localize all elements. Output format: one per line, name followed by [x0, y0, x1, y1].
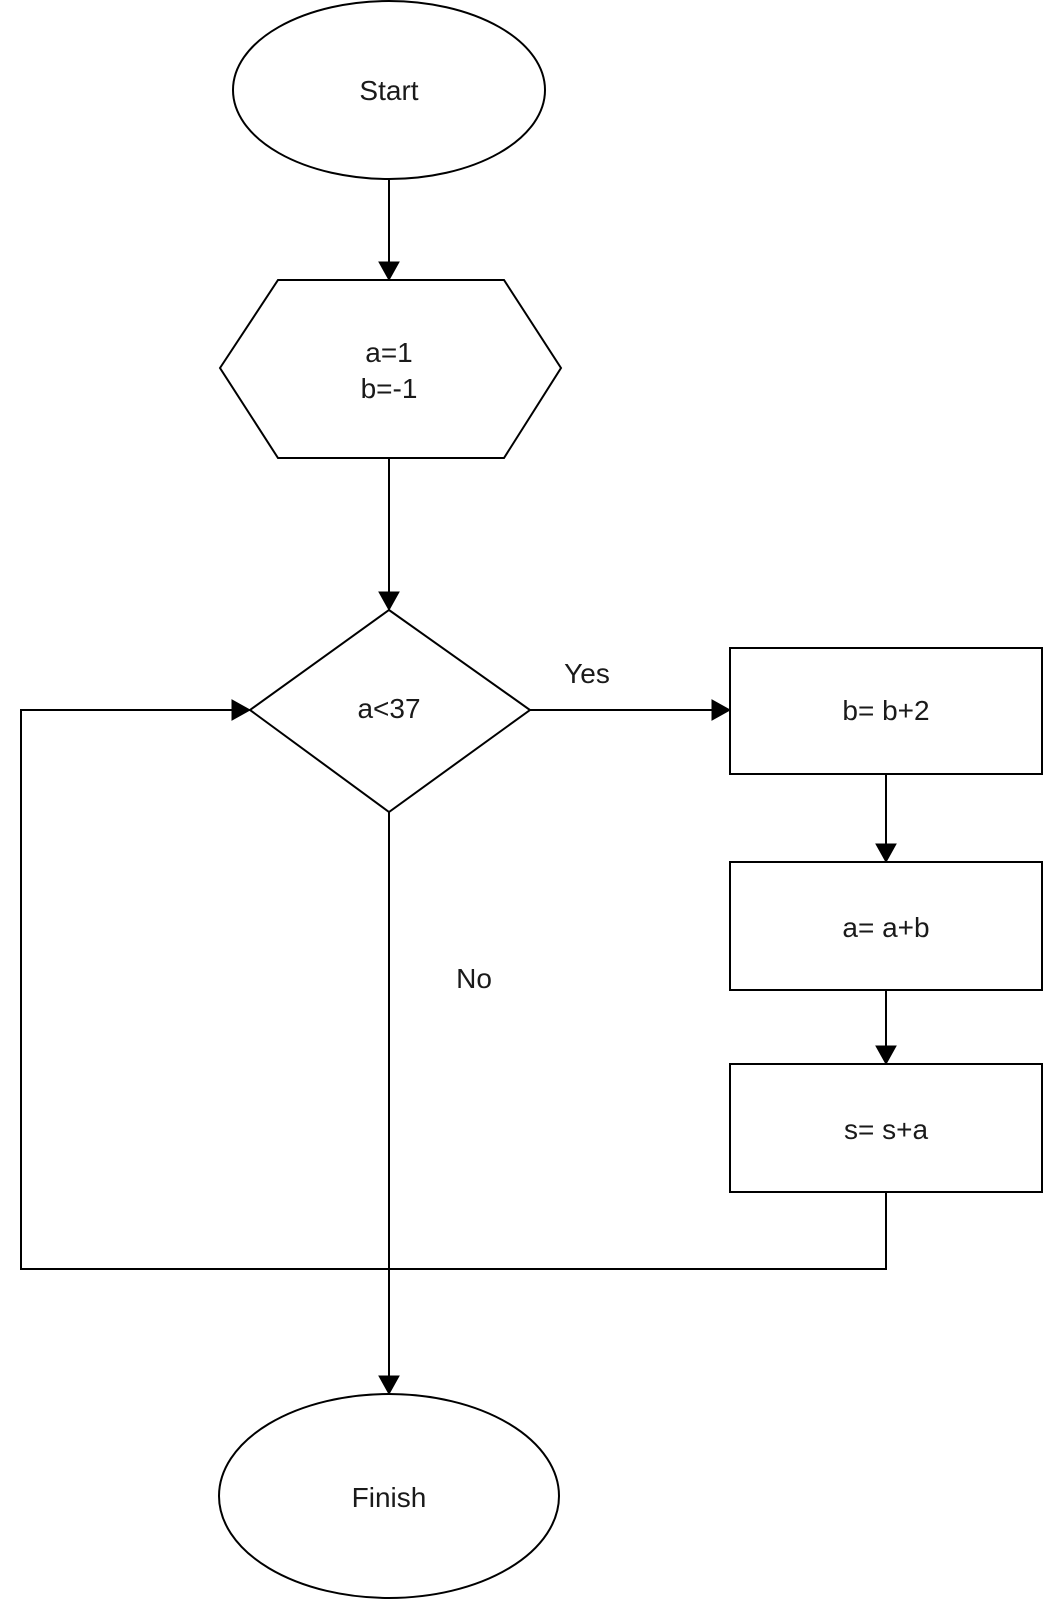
- arrowhead-loop-back: [231, 699, 252, 721]
- edge-loop-back: [20, 709, 887, 1270]
- finish-label: Finish: [352, 1482, 427, 1513]
- arrowhead-condition-yes: [711, 699, 732, 721]
- step-a-node: [729, 861, 1043, 991]
- start-node: [232, 0, 546, 180]
- init-node: [218, 279, 563, 459]
- arrowhead-stepb-to-stepa: [875, 843, 897, 864]
- step-a-label: a= a+b: [842, 912, 929, 943]
- init-label-line1: a=1: [365, 337, 413, 368]
- step-b-label: b= b+2: [842, 695, 929, 726]
- condition-node: [248, 608, 532, 814]
- no-label: No: [456, 963, 492, 994]
- condition-label: a<37: [357, 693, 420, 724]
- arrowhead-start-to-init: [378, 261, 400, 282]
- start-label: Start: [359, 75, 418, 106]
- step-s-node: [729, 1063, 1043, 1193]
- yes-label: Yes: [564, 658, 610, 689]
- arrowhead-init-to-condition: [378, 591, 400, 612]
- init-label-line2: b=-1: [361, 373, 418, 404]
- arrowhead-stepa-to-steps: [875, 1045, 897, 1066]
- step-b-node: [729, 647, 1043, 775]
- finish-node: [218, 1393, 560, 1599]
- step-s-label: s= s+a: [844, 1114, 928, 1145]
- arrowhead-condition-no: [378, 1375, 400, 1396]
